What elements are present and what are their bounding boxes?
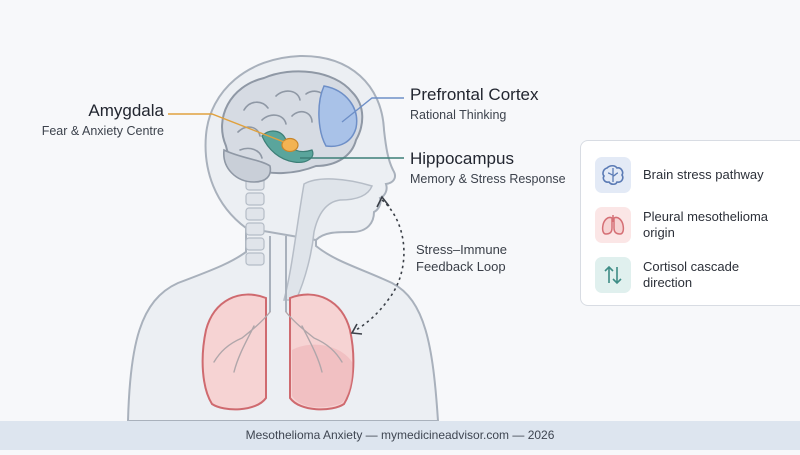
prefrontal-cortex-region [318, 85, 358, 148]
prefrontal-callout-line [341, 97, 404, 123]
hippocampus-label: Hippocampus Memory & Stress Response [410, 149, 566, 187]
pleural-tumor-area [292, 344, 353, 408]
legend-text-brain: Brain stress pathway [643, 166, 764, 182]
amygdala-title: Amygdala [88, 101, 164, 120]
prefrontal-label: Prefrontal Cortex Rational Thinking [410, 85, 539, 123]
bronchi [213, 311, 343, 373]
legend-item-lungs: Pleural mesothelioma origin [595, 207, 773, 243]
amygdala-subtitle: Fear & Anxiety Centre [41, 124, 164, 139]
hippocampus-title: Hippocampus [410, 149, 514, 168]
trachea [269, 236, 287, 312]
amygdala-region [281, 137, 299, 153]
arrows-updown-icon [595, 257, 631, 293]
prefrontal-title: Prefrontal Cortex [410, 85, 539, 104]
amygdala-callout-line [168, 113, 285, 143]
spine [245, 177, 265, 266]
legend-item-brain: Brain stress pathway [595, 157, 773, 193]
feedback-loop-label: Stress–Immune Feedback Loop [416, 241, 507, 275]
airway [283, 178, 374, 301]
legend-text-cortisol: Cortisol cascade direction [643, 258, 740, 290]
feedback-loop-arrow [355, 199, 405, 331]
feedback-loop-label-line2: Feedback Loop [416, 259, 506, 275]
feedback-loop-label-line1: Stress–Immune [416, 242, 508, 257]
footer-text: Mesothelioma Anxiety — mymedicineadvisor… [245, 428, 555, 442]
lungs-icon [595, 207, 631, 243]
prefrontal-subtitle: Rational Thinking [410, 108, 507, 123]
amygdala-label: Amygdala Fear & Anxiety Centre [40, 101, 164, 139]
brain-icon [595, 157, 631, 193]
feedback-loop-arrowhead-bottom [350, 323, 363, 335]
feedback-loop-arrowhead-top [376, 195, 390, 208]
hippocampus-subtitle: Memory & Stress Response [410, 172, 566, 187]
cerebellum [223, 148, 272, 183]
left-lung [201, 293, 267, 411]
legend-panel: Brain stress pathway Pleural mesotheliom… [580, 140, 800, 306]
footer-bar: Mesothelioma Anxiety — mymedicineadvisor… [0, 421, 800, 450]
torso-outline [126, 210, 440, 422]
legend-text-lungs: Pleural mesothelioma origin [643, 208, 769, 240]
legend-item-cortisol: Cortisol cascade direction [595, 257, 773, 293]
